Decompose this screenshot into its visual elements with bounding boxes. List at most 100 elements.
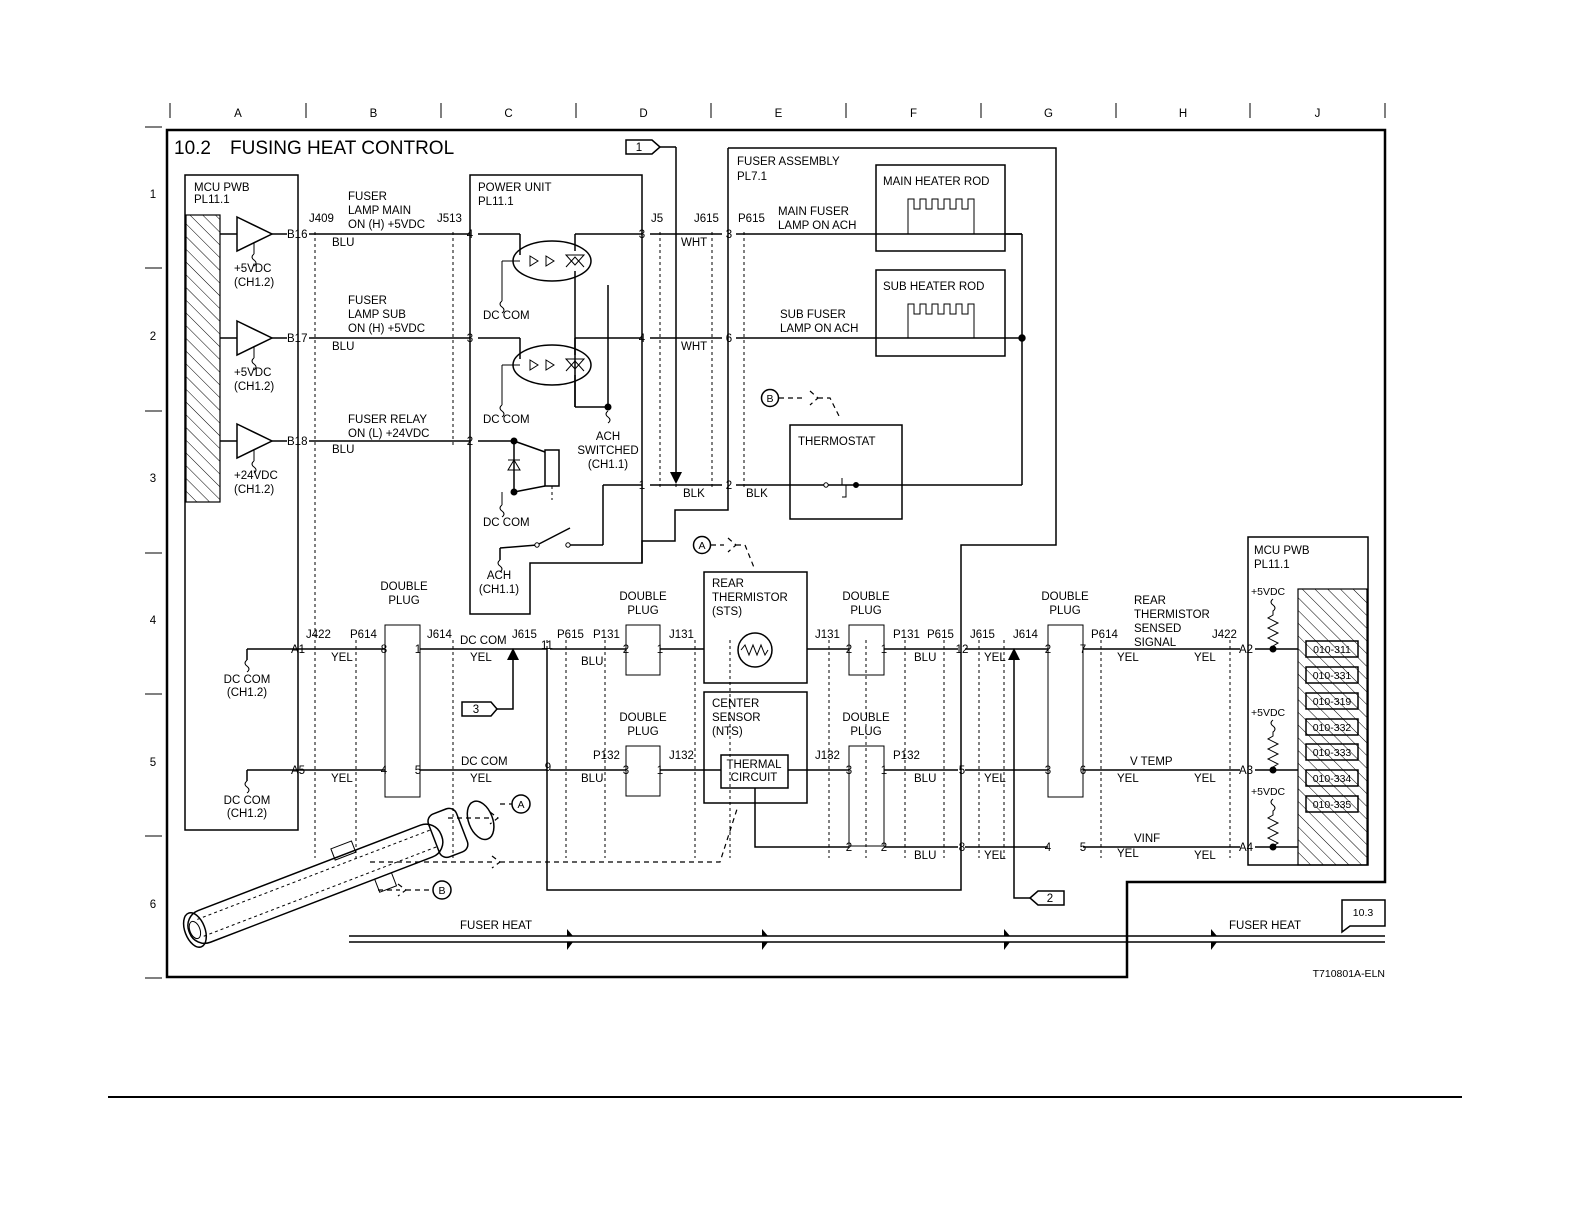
ground-icon <box>251 460 257 474</box>
mcu-pwb-left-box <box>184 174 299 831</box>
junction-dot <box>604 403 612 411</box>
grid-row-label: 2 <box>150 331 156 343</box>
pin-number: 2 <box>726 480 732 492</box>
callout-b-circle <box>432 880 452 900</box>
double-plug-icon <box>625 624 661 676</box>
thermostat-label: THERMOSTAT <box>798 436 876 448</box>
connector-j513: J513 <box>437 213 462 225</box>
double-plug-label-line-2: PLUG <box>627 605 658 617</box>
double-plug-label-line-1: DOUBLE <box>1041 591 1089 603</box>
heater-element-icon <box>876 198 1005 235</box>
connector-j615-lower: J615 <box>512 629 537 641</box>
rear-thermistor-label-line-3: (STS) <box>712 606 742 618</box>
thermostat-box <box>789 424 903 520</box>
main-fuser-ach-label-line-2: LAMP ON ACH <box>778 220 856 232</box>
offpage-ref-2-label: 2 <box>1047 893 1053 905</box>
supply-label: +5VDC <box>1251 586 1286 598</box>
callout-a-label: A <box>698 540 705 552</box>
resistor-icon <box>1266 719 1280 770</box>
fuser-roll-part <box>197 829 431 920</box>
ach-switched-label-line-2: SWITCHED <box>577 445 638 457</box>
double-plug-icon <box>625 745 661 797</box>
connector-p614: P614 <box>350 629 377 641</box>
hatched-board-icon <box>1297 588 1368 866</box>
junction-dot <box>510 488 518 496</box>
pin-number: 1 <box>415 644 421 656</box>
vinf-label: VINF <box>1134 833 1160 845</box>
fault-code-box <box>1305 718 1359 736</box>
supply-label: +5VDC <box>1251 786 1286 798</box>
pin-number: 5 <box>959 765 965 777</box>
ach-switched-label-line-3: (CH1.1) <box>588 459 628 471</box>
pin-number: 11 <box>541 640 553 652</box>
contact-dot <box>534 542 540 548</box>
ground-icon <box>251 253 257 267</box>
wire-color-yel: YEL <box>331 652 353 664</box>
fault-code: 010-332 <box>1313 722 1352 734</box>
pin-number: 3 <box>726 229 732 241</box>
ground-icon <box>497 559 503 573</box>
wire-color-blk: BLK <box>683 488 705 500</box>
wire-color-yel: YEL <box>1117 652 1139 664</box>
ground-icon <box>499 504 505 518</box>
pin-number: 5 <box>1080 842 1086 854</box>
connector-j614: J614 <box>427 629 453 641</box>
pin-number: 1 <box>639 480 645 492</box>
connector-p132-right: P132 <box>893 750 920 762</box>
wire-color-blu: BLU <box>914 773 936 785</box>
pin-number: 1 <box>881 644 887 656</box>
pin-number: 1 <box>657 644 663 656</box>
offpage-ref-3 <box>461 701 498 717</box>
grid-row-label: 4 <box>150 615 157 627</box>
bus-arrow-icon <box>762 929 768 936</box>
junction-dot <box>1018 334 1026 342</box>
power-unit-part: PL11.1 <box>478 196 514 208</box>
connector-j132: J132 <box>669 750 694 762</box>
bus-arrow-icon <box>1004 929 1010 936</box>
pin-label-b18: B18 <box>287 436 307 448</box>
double-plug-label-line-2: PLUG <box>850 605 881 617</box>
offpage-ref-1 <box>625 139 662 155</box>
center-sensor-label-line-3: (NTS) <box>712 726 743 738</box>
wire-color-blu: BLU <box>914 850 936 862</box>
callout-a-label: A <box>517 799 524 811</box>
pin-label-a4: A4 <box>1239 842 1254 854</box>
callout-b-circle <box>760 388 780 408</box>
connector-j614-right: J614 <box>1013 629 1039 641</box>
grid-row-label: 3 <box>150 473 156 485</box>
wire-color-yel: YEL <box>1194 652 1216 664</box>
bus-arrow-icon <box>1211 942 1217 950</box>
mcu-pwb-left-name: MCU PWB <box>194 182 250 194</box>
wire-color-yel: YEL <box>470 773 492 785</box>
pin-number: 2 <box>467 436 473 448</box>
fuser-roll-illustration <box>182 800 495 948</box>
grid-column-label: E <box>775 108 783 120</box>
contact-dot <box>565 542 571 548</box>
heater-element-icon <box>876 303 1005 339</box>
thermostat-switch-icon <box>841 478 847 498</box>
signal-label-lamp_sub-line-1: FUSER <box>348 295 387 307</box>
callout-a-leader <box>711 537 756 571</box>
double-plug-label-line-1: DOUBLE <box>619 591 667 603</box>
arrowhead-icon <box>507 648 519 660</box>
fault-code: 010-311 <box>1313 644 1351 656</box>
arrowhead-icon <box>670 472 682 484</box>
ground-icon <box>244 780 250 794</box>
fuser-roll-part <box>374 872 398 893</box>
wire-color-yel: YEL <box>984 652 1006 664</box>
pin-number: 3 <box>639 229 645 241</box>
fuser-roll-part <box>187 823 444 945</box>
pin-number: 2 <box>846 644 852 656</box>
rear-thermistor-label-line-2: THERMISTOR <box>712 592 788 604</box>
junction-dot <box>510 437 518 445</box>
leader-to-callout-a <box>448 811 499 825</box>
fuser-roll-part <box>466 800 495 841</box>
relay-coil-lead <box>513 440 546 453</box>
offpage-ref-3-label: 3 <box>473 704 479 716</box>
pin-number: 3 <box>623 765 629 777</box>
dc-com-wire-label: DC COM <box>461 756 508 768</box>
offpage-ref-1-label: 1 <box>636 142 642 154</box>
supply-label-line-1: +24VDC <box>234 470 278 482</box>
section-title: FUSING HEAT CONTROL <box>230 138 454 159</box>
dc-com-ch12-label-line-1: DC COM <box>224 674 271 686</box>
